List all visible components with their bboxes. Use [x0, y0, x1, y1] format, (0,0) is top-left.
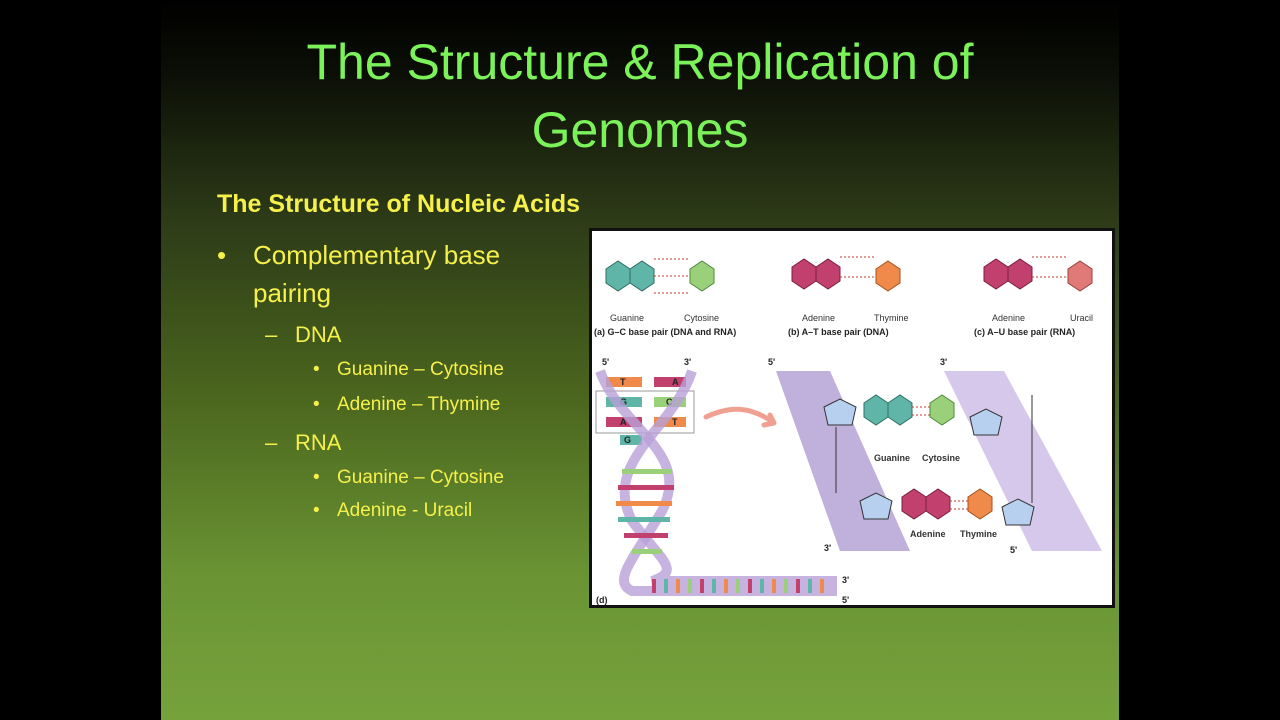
panel-b: Adenine Thymine (b) A–T base pair (DNA): [788, 256, 909, 337]
helix-label-5-top: 5': [602, 357, 609, 367]
panel-c: Adenine Uracil (c) A–U base pair (RNA): [974, 256, 1093, 337]
section-heading: The Structure of Nucleic Acids: [217, 190, 581, 218]
rung-label-g2: G: [624, 435, 631, 445]
strand-label-5-top: 5': [768, 357, 775, 367]
bullet-text-line1: Complementary base: [253, 240, 501, 270]
rung-label-t: T: [620, 377, 626, 387]
zoom-adenine: Adenine: [910, 529, 946, 539]
panel-d-label: (d): [596, 595, 608, 605]
panel-b-left: Adenine: [802, 313, 835, 323]
panel-a-left: Guanine: [610, 313, 644, 323]
zoom-cytosine: Cytosine: [922, 453, 960, 463]
panel-a: Guanine Cytosine (a) G–C base pair (DNA …: [594, 258, 736, 337]
strand-label-3-bottom: 3': [824, 543, 831, 553]
panel-c-caption: (c) A–U base pair (RNA): [974, 327, 1075, 337]
bullet-complementary: • Complementary base: [217, 236, 500, 274]
zoom-arrow-icon: [703, 406, 777, 428]
strand-label-3-top: 3': [940, 357, 947, 367]
dna-pair-1: •Guanine – Cytosine: [313, 359, 504, 380]
title-line-2: Genomes: [531, 102, 749, 158]
strand-label-5-bottom: 5': [1010, 545, 1017, 555]
panel-d-helix: 5' 3' T A G C A T G: [595, 357, 849, 605]
panel-b-right: Thymine: [874, 313, 909, 323]
figure-svg: Guanine Cytosine (a) G–C base pair (DNA …: [594, 256, 1102, 605]
slide: The Structure & Replication of Genomes T…: [161, 0, 1119, 720]
subbullet-rna: –RNA: [265, 430, 342, 455]
slide-title: The Structure & Replication of Genomes: [161, 28, 1119, 164]
zoom-guanine: Guanine: [874, 453, 910, 463]
dna-label: DNA: [295, 322, 342, 347]
rna-pair-1: •Guanine – Cytosine: [313, 467, 504, 488]
rna-label: RNA: [295, 430, 342, 455]
helix-label-3-top: 3': [684, 357, 691, 367]
panel-b-caption: (b) A–T base pair (DNA): [788, 327, 889, 337]
rung-label-a2: A: [620, 417, 627, 427]
rna-pair-2: •Adenine - Uracil: [313, 500, 473, 521]
bullet-dot: •: [217, 240, 227, 270]
title-line-1: The Structure & Replication of: [306, 34, 974, 90]
rung-label-t2: T: [672, 417, 678, 427]
panel-a-caption: (a) G–C base pair (DNA and RNA): [594, 327, 736, 337]
bullet-text-line2: pairing: [253, 278, 332, 308]
rung-label-a: A: [672, 377, 679, 387]
panel-c-left: Adenine: [992, 313, 1025, 323]
helix-label-3-bottom: 3': [842, 575, 849, 585]
panel-a-right: Cytosine: [684, 313, 719, 323]
helix-label-5-bottom: 5': [842, 595, 849, 605]
rung-label-c: C: [666, 397, 673, 407]
rung-label-g: G: [620, 397, 627, 407]
panel-c-right: Uracil: [1070, 313, 1093, 323]
dna-pair-2: •Adenine – Thymine: [313, 394, 501, 415]
zoom-thymine: Thymine: [960, 529, 997, 539]
subbullet-dna: –DNA: [265, 322, 342, 347]
panel-d-zoom: 5' 3' 3' 5' Guanine Cytosine: [768, 357, 1102, 555]
base-pairing-figure: Guanine Cytosine (a) G–C base pair (DNA …: [589, 228, 1115, 608]
